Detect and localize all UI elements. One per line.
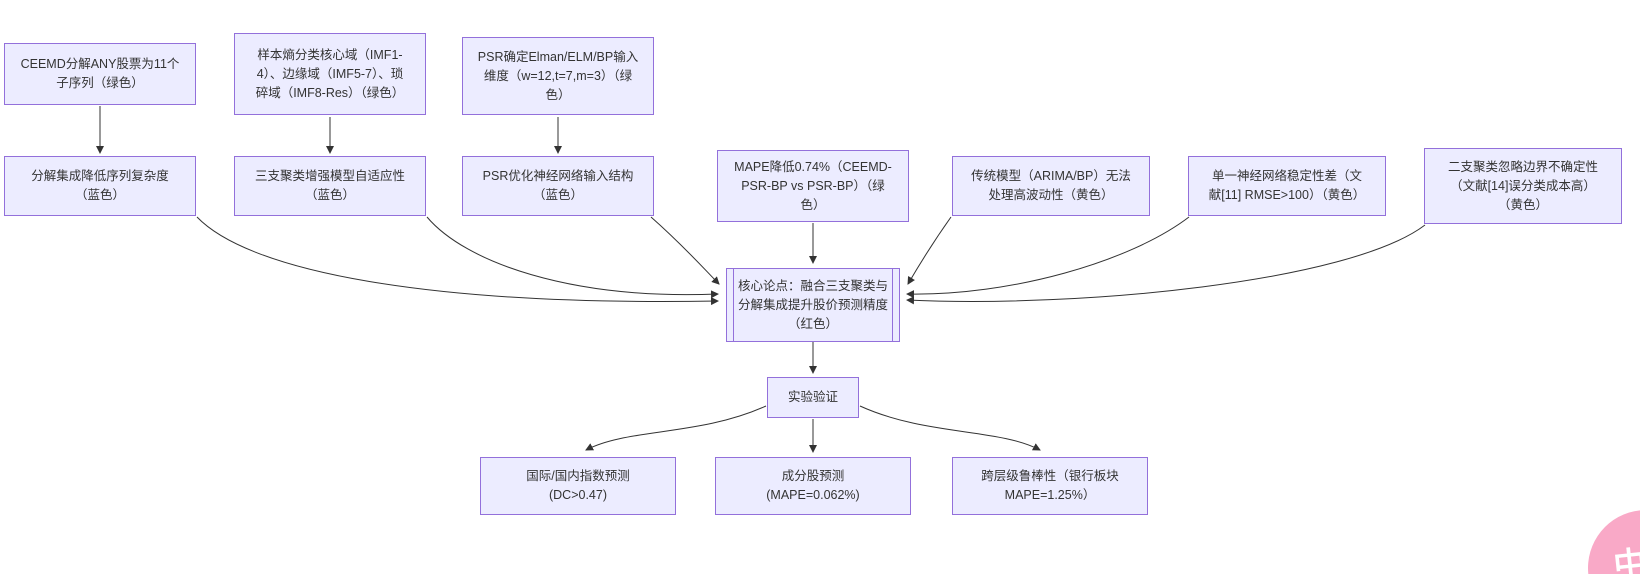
- edge: [426, 216, 719, 299]
- node-cross-level-robustness: 跨层级鲁棒性（银行板块 MAPE=1.25%）: [952, 457, 1148, 515]
- translate-widget-label: 中A: [1611, 541, 1640, 574]
- edge: [585, 405, 767, 451]
- node-component-stock-prediction: 成分股预测 (MAPE=0.062%): [715, 457, 911, 515]
- edge: [906, 216, 1190, 299]
- node-psr-optimize: PSR优化神经网络输入结构 （蓝色）: [462, 156, 654, 216]
- edge: [906, 224, 1426, 305]
- node-experiment-validation: 实验验证: [767, 377, 859, 418]
- edge: [196, 216, 719, 306]
- node-sample-entropy: 样本熵分类核心域（IMF1- 4）、边缘域（IMF5-7）、琐 碎域（IMF8-…: [234, 33, 426, 115]
- node-traditional-model-limit: 传统模型（ARIMA/BP）无法 处理高波动性（黄色）: [952, 156, 1150, 216]
- edge: [907, 216, 952, 285]
- node-decomp-integration: 分解集成降低序列复杂度 （蓝色）: [4, 156, 196, 216]
- edge: [650, 216, 720, 285]
- node-two-way-clustering-limit: 二支聚类忽略边界不确定性 （文献[14]误分类成本高） （黄色）: [1424, 148, 1622, 224]
- node-three-way-clustering: 三支聚类增强模型自适应性 （蓝色）: [234, 156, 426, 216]
- translate-widget-button[interactable]: 中A: [1582, 504, 1640, 574]
- node-mape-improvement: MAPE降低0.74%（CEEMD- PSR-BP vs PSR-BP）（绿 色…: [717, 150, 909, 222]
- node-single-nn-instability: 单一神经网络稳定性差（文 献[11] RMSE>100）（黄色）: [1188, 156, 1386, 216]
- node-index-prediction: 国际/国内指数预测 (DC>0.47): [480, 457, 676, 515]
- edge: [859, 405, 1041, 451]
- node-core-thesis: 核心论点：融合三支聚类与 分解集成提升股价预测精度 （红色）: [726, 268, 900, 342]
- node-psr-input-dim: PSR确定Elman/ELM/BP输入 维度（w=12,t=7,m=3）（绿 色…: [462, 37, 654, 115]
- node-ceemd-decompose: CEEMD分解ANY股票为11个 子序列（绿色）: [4, 43, 196, 105]
